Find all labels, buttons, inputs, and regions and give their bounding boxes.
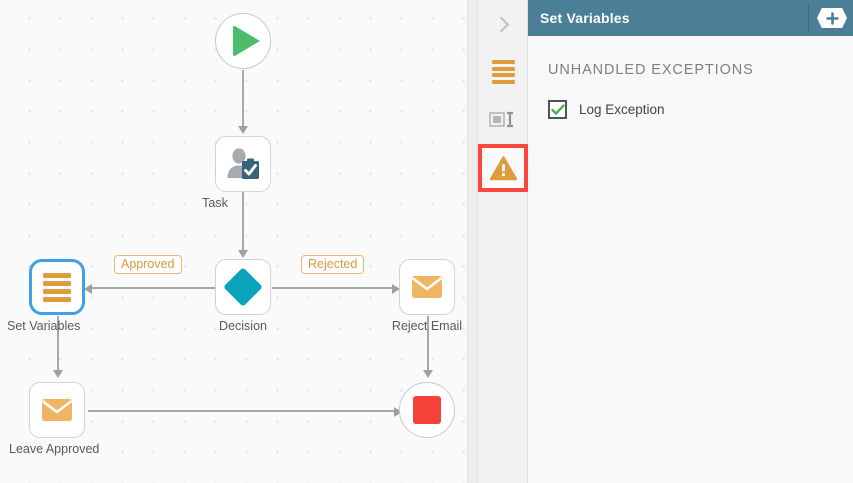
rail-tab-variables[interactable] [478,48,528,96]
diamond-icon [223,267,263,307]
end-node-shape[interactable] [399,382,455,438]
edge-arrowhead [53,370,63,378]
start-node-shape[interactable] [215,13,271,69]
edge-arrowhead [392,284,400,294]
canvas-vertical-scrollbar[interactable] [467,0,478,483]
envelope-icon [411,276,443,298]
leave-approved-node-shape[interactable] [29,382,85,438]
rail-tab-exceptions[interactable] [478,144,528,192]
warning-triangle-icon [489,155,517,180]
rail-tab-input-output[interactable] [478,96,528,144]
panel-header-divider [808,4,809,32]
set-variables-node-label: Set Variables [7,319,81,333]
edge-start-to-task [242,70,244,130]
play-icon [232,25,260,57]
reject-email-node-shape[interactable] [399,259,455,315]
task-node[interactable] [215,136,271,192]
user-task-icon [227,148,259,179]
log-exception-label: Log Exception [579,102,665,117]
start-node[interactable] [215,13,271,69]
chevron-right-icon [493,16,509,32]
variables-bars-icon [491,60,515,84]
edge-arrowhead [238,126,248,134]
stop-icon [413,396,441,424]
checkmark-icon [550,103,565,115]
properties-icon-rail [478,0,528,483]
edge-arrowhead [423,370,433,378]
edge-leaveapproved-to-end [88,410,398,412]
end-node[interactable] [399,382,455,438]
leave-approved-node[interactable]: Leave Approved [9,382,99,456]
task-node-label: Task [202,196,228,210]
panel-header: Set Variables [528,0,853,36]
plus-icon [825,11,839,25]
add-button[interactable] [817,8,847,28]
decision-node-shape[interactable] [215,259,271,315]
workflow-canvas[interactable]: Approved Rejected Task [0,0,478,483]
set-variables-node[interactable]: Set Variables [7,259,85,333]
variables-bars-icon [43,272,71,302]
panel-body: UNHANDLED EXCEPTIONS Log Exception [528,36,853,119]
option-row-log-exception: Log Exception [548,100,853,119]
leave-approved-node-label: Leave Approved [9,442,100,456]
reject-email-node[interactable]: Reject Email [392,259,462,333]
edge-decision-to-rejectemail [272,287,394,289]
edge-arrowhead [238,250,248,258]
panel-title: Set Variables [540,10,630,26]
edge-arrowhead [394,407,402,417]
set-variables-node-shape[interactable] [29,259,85,315]
edge-setvariables-to-leaveapproved [57,316,59,374]
envelope-icon [41,399,73,421]
input-output-icon [489,111,513,128]
edge-label-rejected: Rejected [301,255,365,274]
edge-label-approved: Approved [114,255,182,274]
edge-task-to-decision [242,192,244,254]
task-node-shape[interactable] [215,136,271,192]
log-exception-checkbox[interactable] [548,100,567,119]
properties-panel: Set Variables UNHANDLED EXCEPTIONS Log E… [528,0,853,483]
decision-node[interactable]: Decision [215,259,271,333]
collapse-panel-chevron[interactable] [478,0,528,48]
edge-rejectemail-to-end [427,316,429,374]
reject-email-node-label: Reject Email [391,319,463,333]
decision-node-label: Decision [219,319,267,333]
edge-arrowhead [84,284,92,294]
section-heading-unhandled-exceptions: UNHANDLED EXCEPTIONS [548,62,754,78]
edge-decision-to-setvariables [88,287,216,289]
